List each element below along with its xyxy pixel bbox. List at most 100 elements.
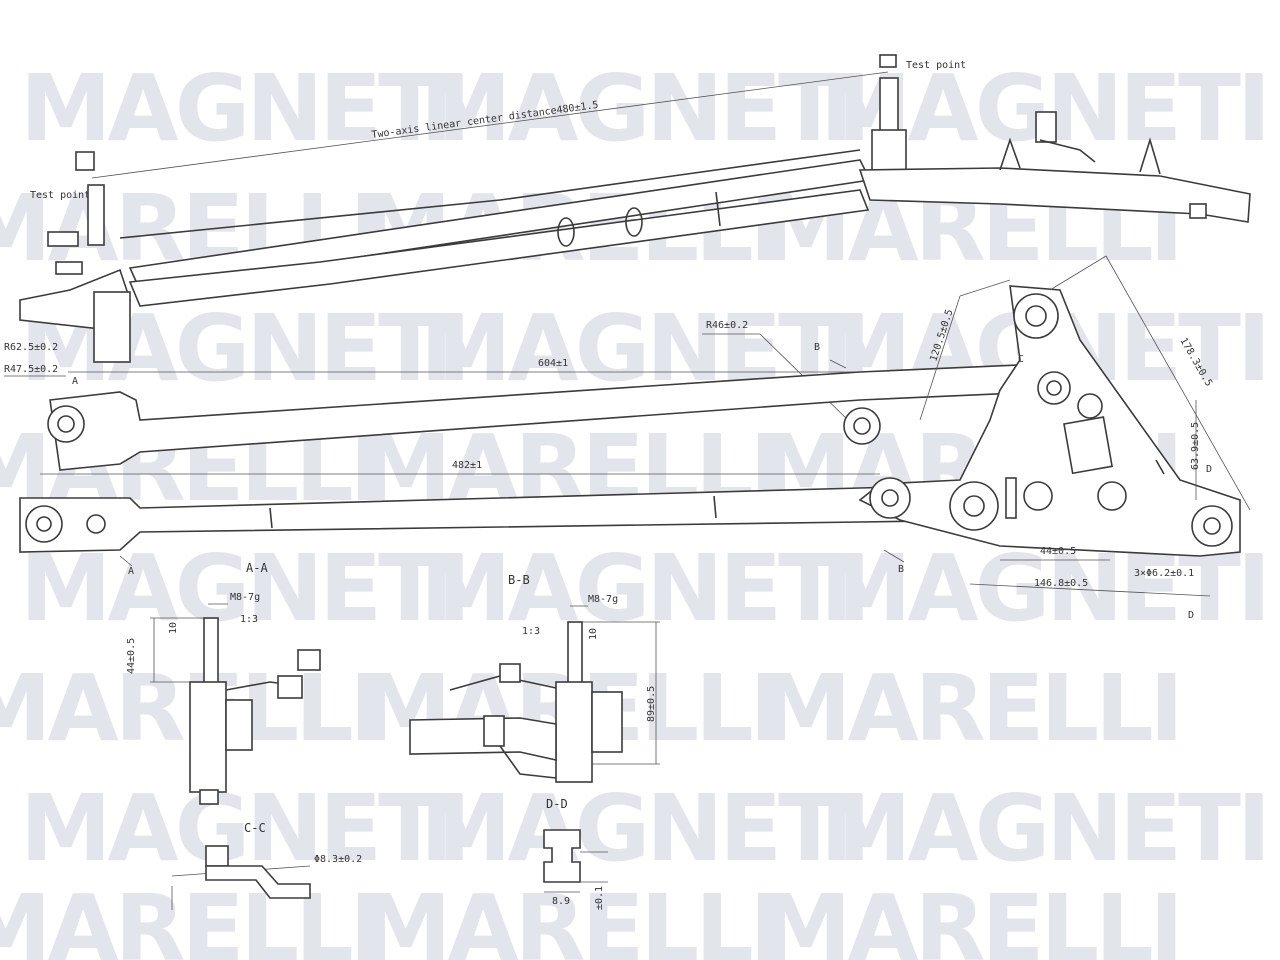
dim-482-label: 482±1: [452, 460, 482, 471]
test-point-label-left: Test point: [30, 190, 90, 201]
frame-foot: [1189, 203, 1207, 219]
section-mark-b: B: [814, 342, 820, 353]
main-mount-hole: [963, 495, 985, 517]
frame-tab: [1139, 137, 1161, 175]
watermark-text: MAGNETI: [20, 55, 467, 162]
dim-604-label: 604±1: [538, 358, 568, 369]
section-b-b: B-B M8-7g 1:3 10 89±0.5: [409, 573, 660, 783]
section-cut: [119, 555, 133, 567]
dim-0-1-label: ±0.1: [594, 886, 605, 910]
perspective-view: Two-axis linear center distance480±1.5 T…: [19, 54, 1251, 363]
section-cut: [883, 549, 905, 563]
left-pivot-nut: [47, 231, 79, 247]
watermark-text: MAGNETI: [420, 55, 867, 162]
connector-clip: [205, 845, 229, 867]
dim-146-label: 146.8±0.5: [1034, 578, 1088, 589]
link-arm: [499, 745, 557, 779]
taper-label-a: 1:3: [240, 614, 258, 625]
test-point-marker-left: [75, 151, 95, 171]
test-point-label-right: Test point: [906, 60, 966, 71]
slot: [1005, 477, 1017, 519]
motor-shaft: [1077, 393, 1103, 419]
dim-44-label: 44±0.5: [1040, 546, 1076, 557]
dim-146-line: [969, 583, 1211, 597]
left-pivot-shaft: [87, 184, 105, 246]
section-mark-d: D: [1206, 464, 1212, 475]
drive-pivot-hole: [881, 489, 899, 507]
bracket-hole-right: [1203, 517, 1221, 535]
section-mark-a: A: [72, 376, 78, 387]
connector-clip: [277, 675, 303, 699]
bracket-tab: [1155, 459, 1165, 475]
dim-8-3-label: Φ8.3±0.2: [314, 854, 362, 865]
left-pivot-nut: [55, 261, 83, 275]
watermark-text: MAGNETI: [420, 775, 867, 882]
connector-clip: [297, 649, 321, 671]
dim-44v-label: 44±0.5: [126, 638, 137, 674]
section-a-a-title: A-A: [246, 561, 268, 575]
left-pivot-body: [93, 291, 131, 363]
watermark-text: MAGNETI: [20, 535, 467, 642]
center-distance-line: [91, 71, 889, 179]
dim-leader: [1049, 255, 1107, 291]
section-mark-a: A: [128, 566, 134, 577]
dim-r46-label: R46±0.2: [706, 320, 748, 331]
spindle-foot: [199, 789, 219, 805]
left-mount-hole: [36, 516, 52, 532]
dim-8-9-label: 8.9: [552, 896, 570, 907]
section-mark-d: D: [1188, 610, 1194, 621]
motor-lever: [1063, 416, 1114, 475]
pivot-spindle: [567, 621, 583, 685]
holes-label: 3×Φ6.2±0.1: [1134, 568, 1194, 579]
tube-marking: [557, 217, 575, 247]
right-pivot-shaft: [879, 77, 899, 139]
frame-tab: [999, 137, 1021, 171]
dim-r62-label: R62.5±0.2: [4, 342, 58, 353]
section-c-c-title: C-C: [244, 821, 266, 835]
tube-seam: [715, 191, 721, 227]
mount-hole: [1097, 481, 1127, 511]
tube-marking: [625, 207, 643, 237]
right-pivot-body: [871, 129, 907, 171]
motor-crank-hole: [1046, 380, 1062, 396]
thread-label-b: M8-7g: [588, 594, 618, 605]
link-section: [409, 717, 557, 761]
section-a-a: A-A M8-7g 1:3 10 44±0.5: [126, 561, 321, 805]
watermark-text: MARELLI: [0, 875, 380, 960]
dim-10-label-a: 10: [168, 622, 179, 634]
watermark-text: MARELLI: [360, 875, 780, 960]
connector-clip: [499, 663, 521, 683]
right-bracket-plate: [858, 285, 1241, 557]
pivot-ear: [225, 699, 253, 751]
test-point-marker-right: [879, 54, 897, 68]
bracket-section: [591, 691, 623, 753]
connector-clip: [483, 715, 505, 747]
rod-seam: [269, 507, 273, 529]
mount-hole: [1023, 481, 1053, 511]
watermark-text: MAGNETI: [420, 535, 867, 642]
dim-63-label: 63.9±0.5: [1190, 422, 1201, 470]
right-mount-frame: [858, 167, 1251, 223]
link-edge: [119, 149, 861, 239]
watermark-text: MAGNETI: [820, 775, 1267, 882]
pivot-housing: [555, 681, 593, 783]
dim-89-label: 89±0.5: [646, 686, 657, 722]
section-c-c: C-C Φ8.3±0.2: [171, 821, 362, 910]
taper-label-b: 1:3: [522, 626, 540, 637]
dim-10-label-b: 10: [588, 628, 599, 640]
watermark-text: MARELLI: [760, 655, 1180, 762]
section-d-d: D-D ±0.1 8.9: [543, 797, 608, 910]
section-cut: [829, 359, 847, 369]
dimensioned-plan-view: R62.5±0.2 R47.5±0.2 A 604±1 482±1 R46±0.…: [4, 255, 1251, 621]
pivot-housing: [189, 681, 227, 793]
crank-arm: [205, 865, 311, 899]
watermark-text: MAGNETI: [20, 775, 467, 882]
drive-link-tube: [128, 189, 870, 307]
bracket-hole-top: [1025, 305, 1047, 327]
left-pivot-hole: [57, 415, 75, 433]
motor-crank: [1039, 139, 1096, 163]
left-grommet: [86, 514, 106, 534]
dim-120-line: [919, 295, 961, 421]
section-d-d-title: D-D: [546, 797, 568, 811]
